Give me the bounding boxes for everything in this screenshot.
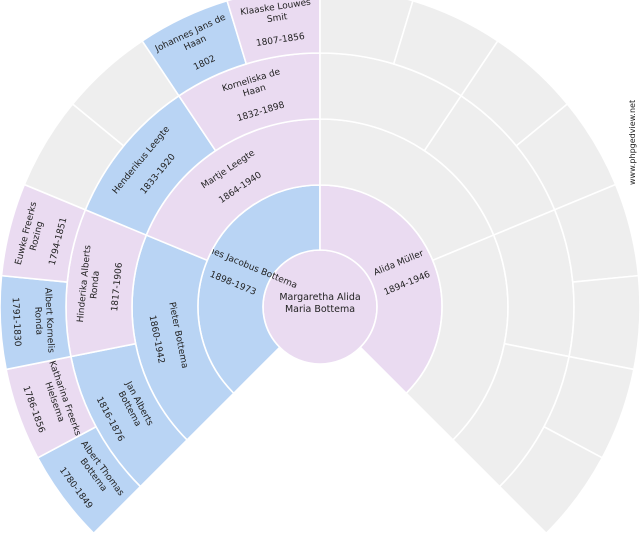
ancestor-label: Albert KornelisRonda1791-1830 [9,287,56,355]
ancestor-name-and-dates: Albert KornelisRonda1791-1830 [9,287,55,355]
watermark-text: www.phpgedview.net [628,100,637,185]
watermark: www.phpgedview.net [628,100,637,185]
empty-ancestor-segment [568,274,640,371]
empty-ancestor-segment [498,425,604,535]
